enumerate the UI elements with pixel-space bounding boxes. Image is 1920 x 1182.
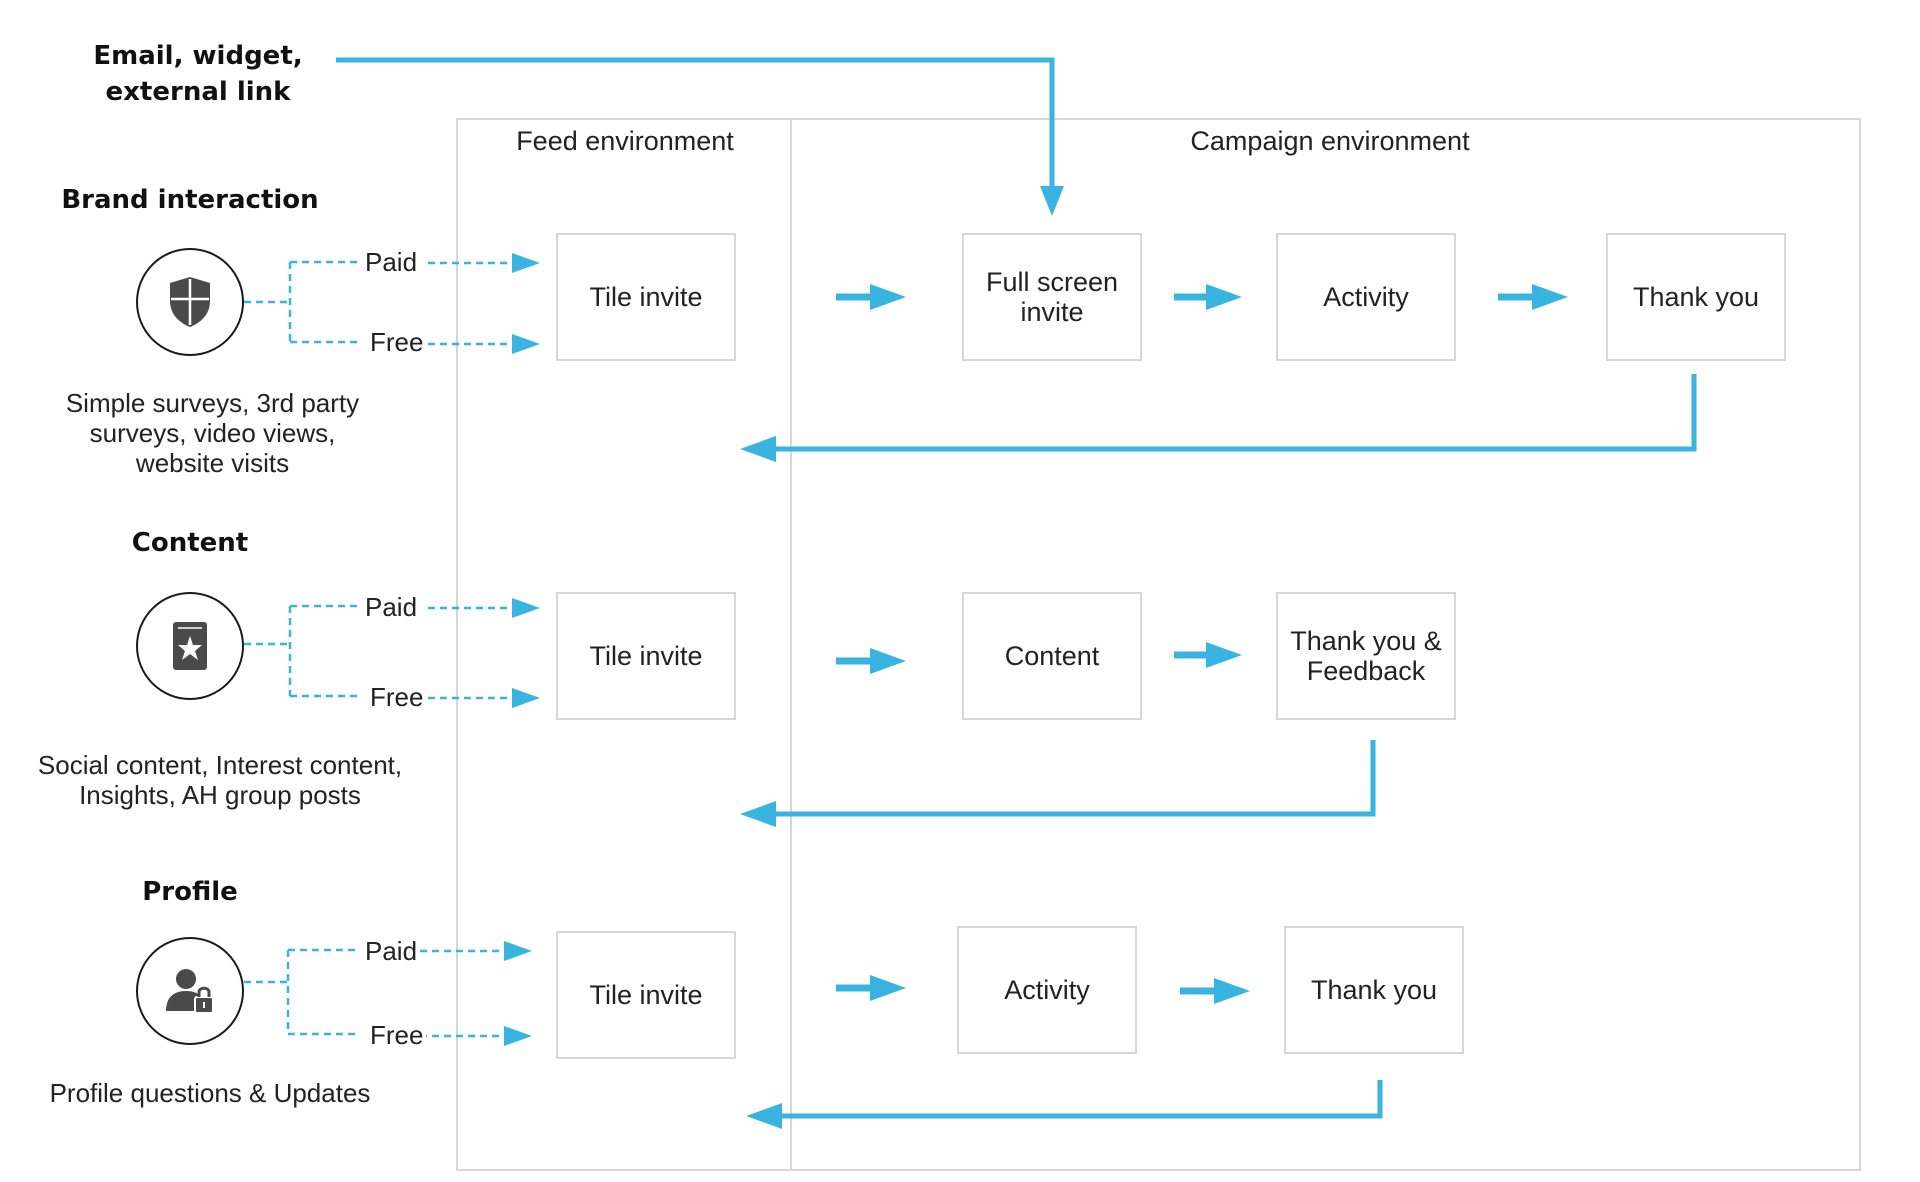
source-label-line1: Email, widget, [93,41,303,71]
row1-paid-free-lines [244,260,514,346]
row3-step2-label: Thank you [1310,975,1438,1005]
row3-step1-label: Activity [1004,975,1090,1005]
row2-step2-label: Thank you & Feedback [1290,626,1442,686]
row1-desc-line2: surveys, video views, [89,418,336,448]
row2-step-content: Content [962,592,1142,720]
row-title-profile: Profile [142,877,238,907]
row3-step-arrows [836,975,1250,1004]
row3-free-label: Free [367,1020,427,1051]
campaign-environment-label: Campaign environment [1190,126,1470,156]
row2-description: Social content, Interest content, Insigh… [20,750,420,810]
row3-return-line [782,1080,1383,1119]
row1-step-full-screen-invite: Full screen invite [962,233,1142,361]
row1-step-activity: Activity [1276,233,1456,361]
row1-description: Simple surveys, 3rd party surveys, video… [30,388,395,478]
row1-desc-line1: Simple surveys, 3rd party [65,388,360,418]
row2-paid-free-lines [244,604,514,700]
row2-return-line [776,740,1376,817]
feed-environment-label: Feed environment [516,126,734,156]
row3-paid-free-lines [244,948,506,1038]
row-title-brand-interaction: Brand interaction [61,185,319,215]
row2-tile-invite-box: Tile invite [556,592,736,720]
source-label-line2: external link [105,77,291,107]
row3-paid-label: Paid [362,936,421,967]
row2-step-thank-you-feedback: Thank you & Feedback [1276,592,1456,720]
row1-paid-label: Paid [362,247,421,278]
row1-step2-label: Activity [1323,282,1409,312]
shield-icon [170,277,210,327]
profile-icon-circle [136,937,244,1045]
source-label: Email, widget, external link [90,38,306,110]
row3-tile-invite-box: Tile invite [556,931,736,1059]
content-icon-circle [136,592,244,700]
row3-step-activity: Activity [957,926,1137,1054]
row1-desc-line3: website visits [135,448,290,478]
row3-desc-line1: Profile questions & Updates [49,1078,371,1108]
row3-description: Profile questions & Updates [30,1078,390,1108]
row1-step1-label: Full screen invite [985,267,1119,327]
email-source-arrow [336,57,1055,194]
row2-step-arrows [836,642,1242,674]
row-title-content: Content [131,528,249,558]
row2-free-label: Free [367,682,427,713]
row3-tile-invite-label: Tile invite [589,980,703,1010]
row1-tile-invite-box: Tile invite [556,233,736,361]
row1-return-line [776,374,1697,452]
row3-step-thank-you: Thank you [1284,926,1464,1054]
row1-free-label: Free [367,327,427,358]
user-lock-icon [166,969,214,1014]
row2-desc-line2: Insights, AH group posts [79,780,361,810]
row1-tile-invite-label: Tile invite [589,282,703,312]
row1-step-arrows [836,284,1568,310]
row1-step3-label: Thank you [1632,282,1760,312]
row2-desc-line1: Social content, Interest content, [37,750,403,780]
row2-paid-label: Paid [362,592,421,623]
brand-interaction-icon-circle [136,248,244,356]
row2-tile-invite-label: Tile invite [589,641,703,671]
environment-frame [456,118,1861,1171]
book-star-icon [173,622,207,670]
row2-step1-label: Content [1004,641,1100,671]
row1-step-thank-you: Thank you [1606,233,1786,361]
